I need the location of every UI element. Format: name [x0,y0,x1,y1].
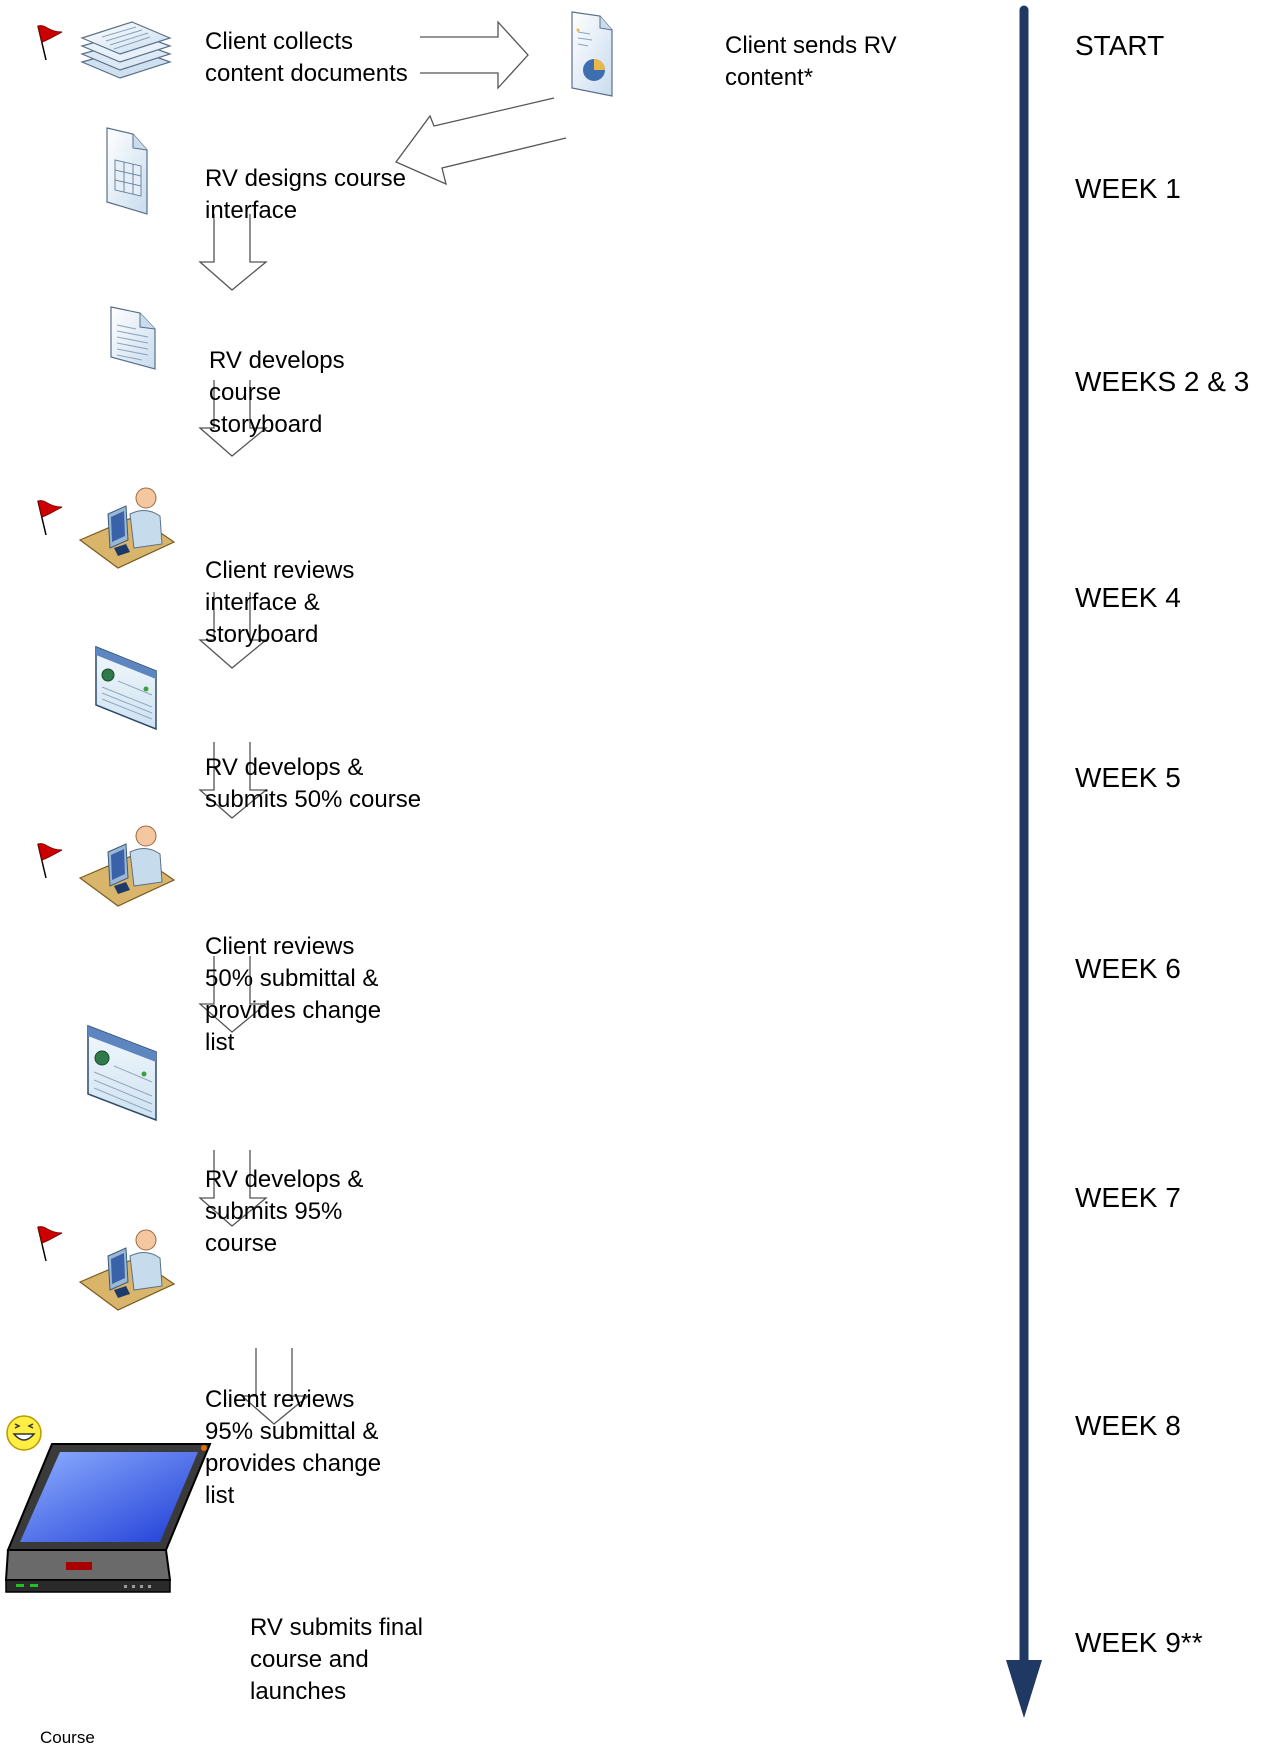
report-document-icon [571,11,613,97]
week-label: WEEKS 2 & 3 [1075,366,1250,397]
timeline-arrow [1006,5,1042,1718]
arrow-right [420,20,529,90]
step-label: RV designs course interface [205,165,406,224]
laptop-icon [4,1443,212,1593]
laptop-caption: Course [40,1728,95,1747]
arrow-down [198,742,268,819]
week-label: WEEK 8 [1075,1410,1181,1441]
week-label: WEEK 7 [1075,1182,1181,1213]
flag-icon [37,843,63,879]
arrow-left [394,97,567,186]
step-label: Client sends RV content* [725,32,897,91]
stacked-documents-icon [80,21,172,79]
table-document-icon [106,127,148,215]
person-at-computer-icon [78,487,176,569]
text-document-icon [110,306,156,370]
web-page-icon [95,645,157,731]
step-label: RV submits final course and launches [250,1614,423,1705]
week-label: WEEK 5 [1075,762,1181,793]
arrow-down [198,1150,268,1227]
flag-icon [37,500,63,536]
step-label: Client reviews interface & storyboard [205,557,355,648]
step-label: Client collects content documents [205,28,408,87]
step-label: Client reviews 95% submittal & provides … [205,1386,382,1509]
person-at-computer-icon [78,825,176,907]
flag-icon [37,1226,63,1262]
web-page-icon [87,1024,157,1122]
step-label: Client reviews 50% submittal & provides … [205,933,382,1056]
step-label: RV develops & submits 50% course [205,754,422,813]
week-label: WEEK 1 [1075,173,1181,204]
arrow-down [198,380,268,457]
arrow-down [240,1348,310,1425]
arrow-down [198,956,268,1033]
step-label: RV develops & submits 95% course [205,1166,364,1257]
person-at-computer-icon [78,1229,176,1311]
flag-icon [37,25,63,61]
arrow-down [198,214,268,291]
week-label: WEEK 9** [1075,1627,1203,1658]
week-label: WEEK 4 [1075,582,1181,613]
step-label: RV develops course storyboard [209,347,345,438]
smiley-icon [6,1415,42,1451]
week-label: WEEK 6 [1075,953,1181,984]
week-label: START [1075,30,1165,61]
arrow-down [198,592,268,669]
